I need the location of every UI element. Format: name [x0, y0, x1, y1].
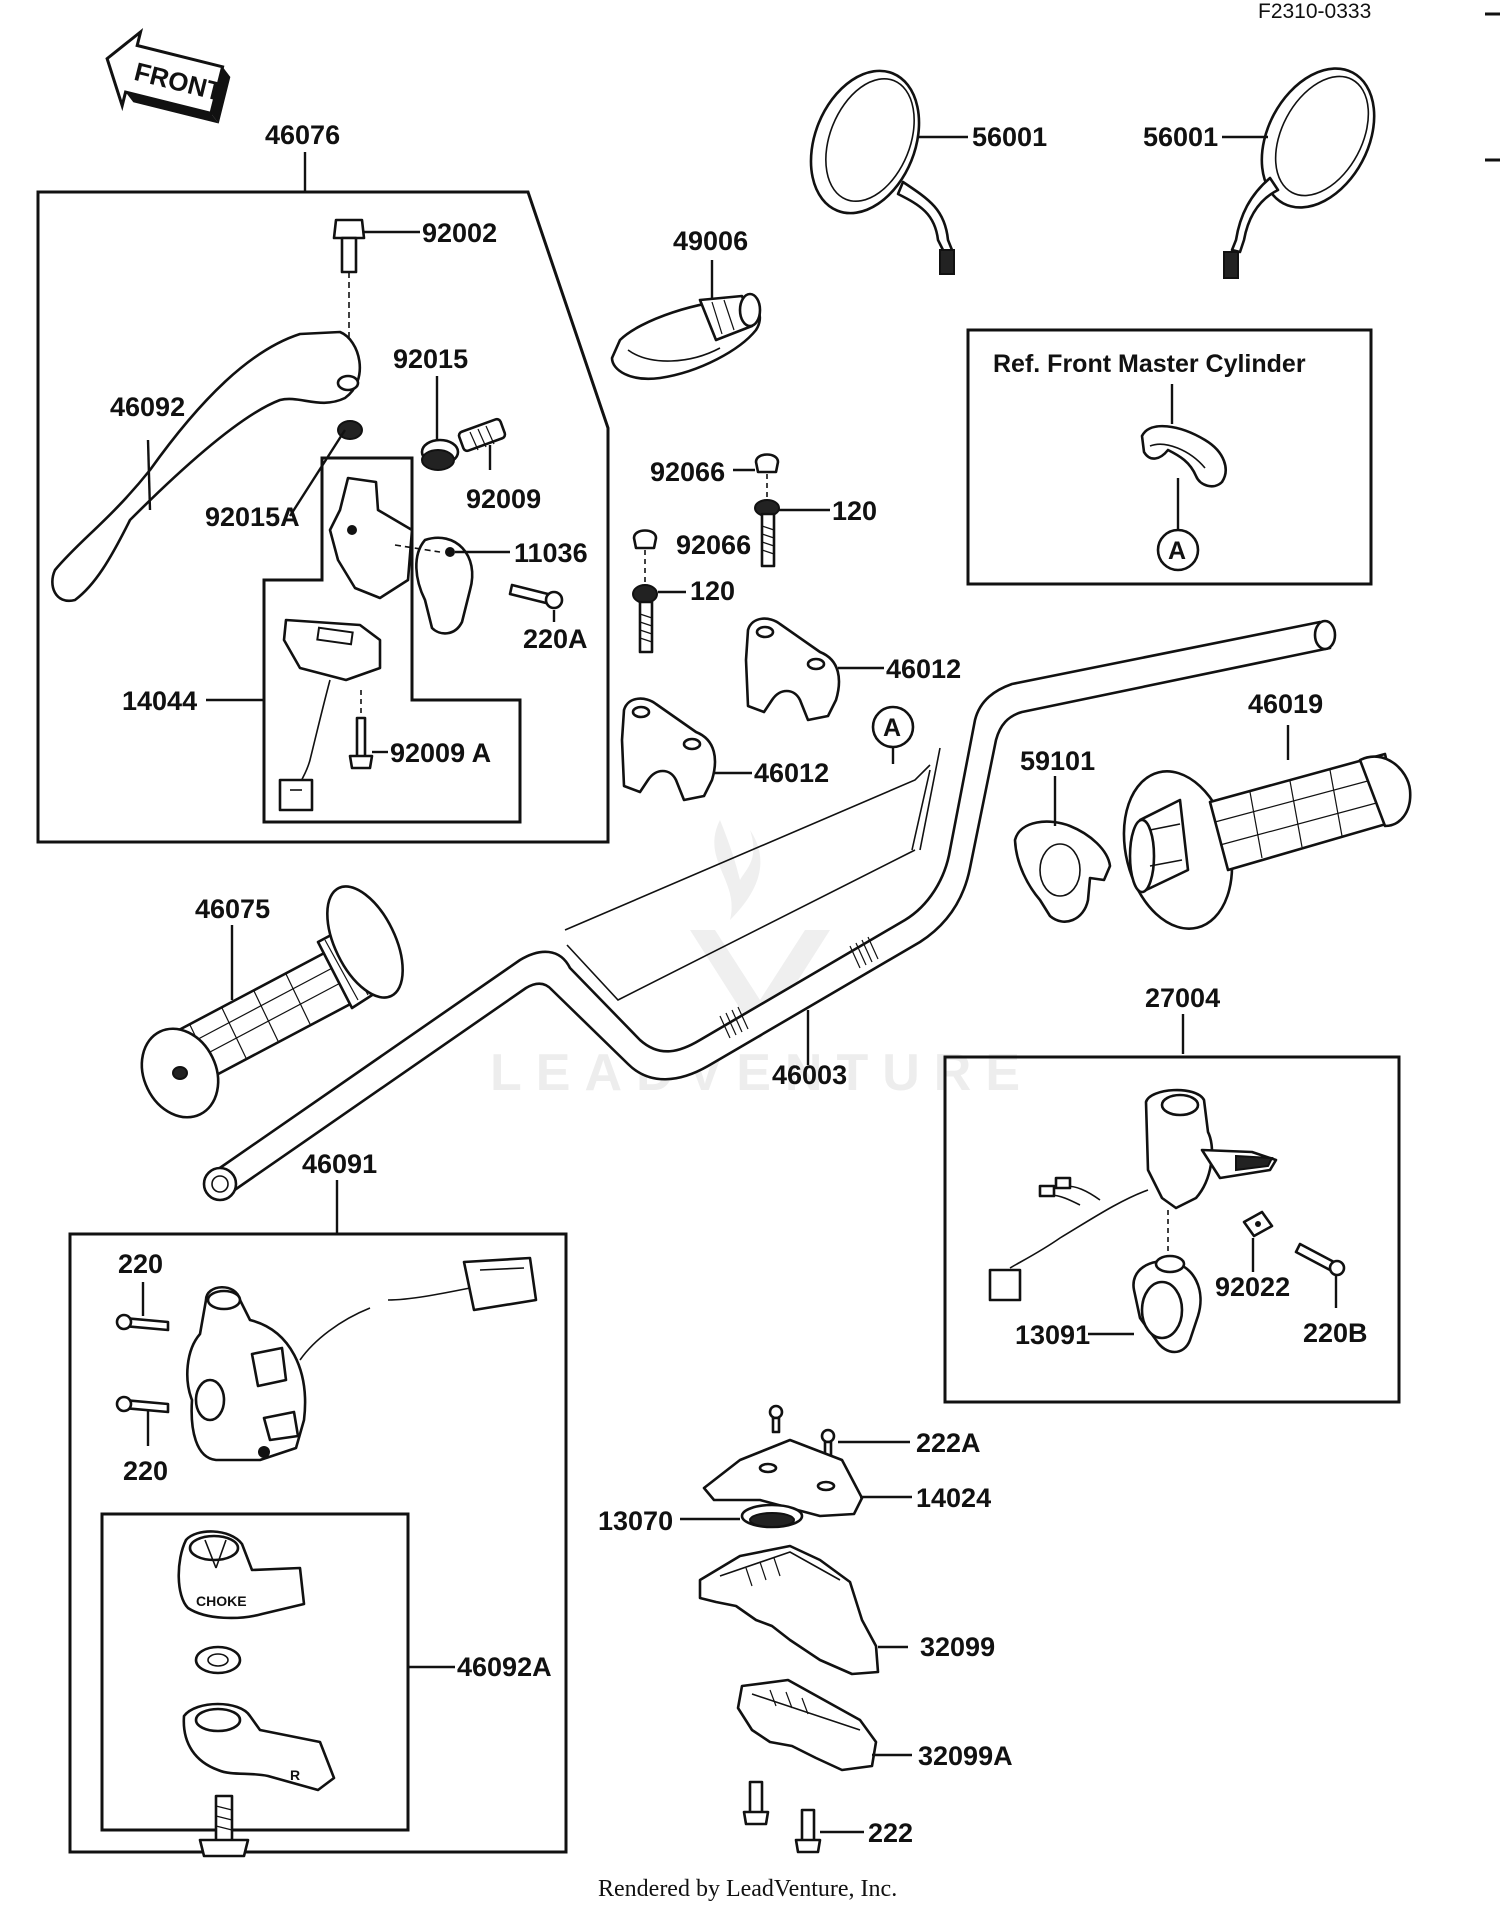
label-32099a: 32099A: [918, 1741, 1013, 1771]
label-92015a: 92015A: [205, 502, 300, 532]
label-46012-lower: 46012: [754, 758, 829, 788]
label-220-lower: 220: [123, 1456, 168, 1486]
label-92009: 92009: [466, 484, 541, 514]
label-56001-left: 56001: [972, 122, 1047, 152]
label-46012-upper: 46012: [886, 654, 961, 684]
label-11036: 11036: [514, 538, 588, 568]
label-13091: 13091: [1015, 1320, 1090, 1350]
cap-and-bolt-lower: [632, 529, 686, 654]
label-92022: 92022: [1215, 1272, 1290, 1302]
holder-upper-46012: [744, 617, 884, 722]
label-14024: 14024: [916, 1483, 991, 1513]
clutch-lever-assembly-group: [36, 152, 610, 844]
label-220-upper: 220: [118, 1249, 163, 1279]
label-120-top: 120: [832, 496, 877, 526]
switch-box-27004: [943, 1014, 1401, 1404]
cap-and-bolt-upper: [733, 453, 830, 568]
lever-marking: R: [290, 1767, 300, 1783]
reference-box-title: Ref. Front Master Cylinder: [993, 350, 1306, 378]
reference-marker: A: [1168, 537, 1186, 565]
label-222: 222: [868, 1818, 913, 1848]
label-46092: 46092: [110, 392, 185, 422]
mirror-left-56001: [809, 69, 968, 275]
label-220b: 220B: [1303, 1318, 1368, 1348]
switch-box-46091: CHOKE R: [68, 1180, 568, 1858]
front-arrow-icon: FRONT: [105, 27, 231, 124]
label-46092a: 46092A: [457, 1652, 552, 1682]
label-32099: 32099: [920, 1632, 995, 1662]
watermark: LEADVENTURE: [490, 820, 1034, 1102]
label-27004: 27004: [1145, 983, 1220, 1013]
label-56001-right: 56001: [1143, 122, 1218, 152]
holder-lower-46012: [620, 697, 752, 802]
reference-box: Ref. Front Master Cylinder A: [966, 328, 1373, 586]
throttle-grip-46019: [1122, 725, 1412, 930]
mirror-right-56001: [1222, 67, 1376, 279]
label-92009a: 92009 A: [390, 738, 491, 768]
handlebar-marker: A: [883, 714, 901, 742]
label-13070: 13070: [598, 1506, 673, 1536]
label-220a: 220A: [523, 624, 588, 654]
diagram-code: F2310-0333: [1258, 0, 1371, 23]
watermark-text: LEADVENTURE: [490, 1044, 1034, 1102]
label-222a: 222A: [916, 1428, 981, 1458]
label-46091: 46091: [302, 1149, 377, 1179]
label-46076: 46076: [265, 120, 340, 150]
label-92066-lower: 92066: [676, 530, 751, 560]
label-120-lower: 120: [690, 576, 735, 606]
grip-left-46075: [140, 885, 404, 1119]
choke-marking: CHOKE: [196, 1593, 247, 1609]
label-46003: 46003: [772, 1060, 847, 1090]
collar-59101: [1013, 776, 1112, 923]
label-14044: 14044: [122, 686, 197, 716]
label-46019: 46019: [1248, 689, 1323, 719]
throttle-housing-assembly: [680, 1404, 912, 1854]
label-92002: 92002: [422, 218, 497, 248]
cover-49006: [610, 260, 762, 381]
bolt-icon: [332, 218, 366, 340]
footer-credit: Rendered by LeadVenture, Inc.: [598, 1876, 897, 1902]
label-59101: 59101: [1020, 746, 1095, 776]
label-92015: 92015: [393, 344, 468, 374]
handlebar-46003: [202, 619, 1337, 1202]
label-46075: 46075: [195, 894, 270, 924]
label-92066-top: 92066: [650, 457, 725, 487]
label-49006: 49006: [673, 226, 748, 256]
